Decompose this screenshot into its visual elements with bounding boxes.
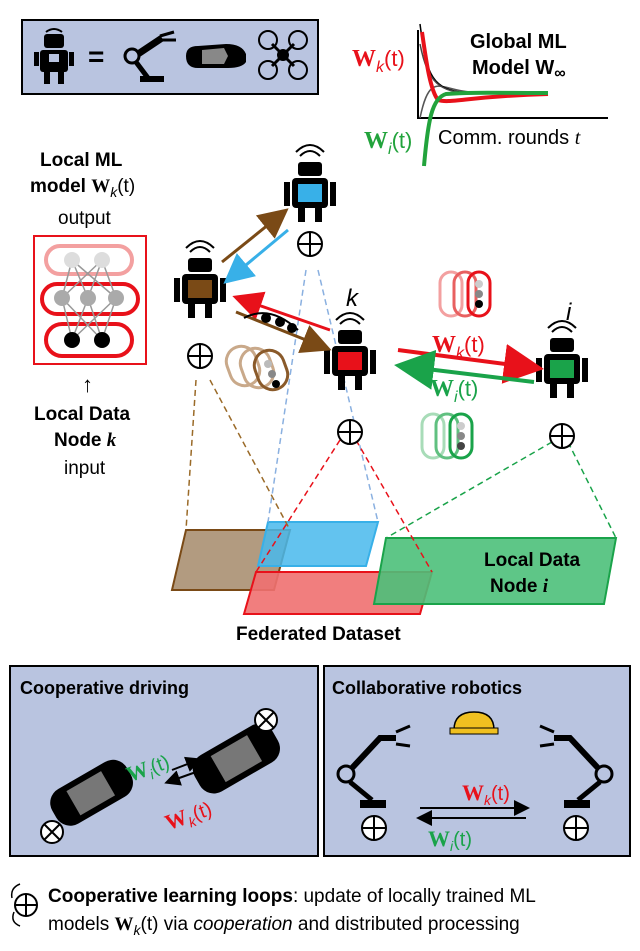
robot-brown <box>174 240 226 369</box>
caption-line2: models Wk(t) via cooperation and distrib… <box>48 914 520 938</box>
local-ml-line2: model Wk(t) <box>30 176 135 200</box>
global-model-line2: Model W∞ <box>472 57 566 82</box>
convergence-plot: Wk(t) Global ML Model W∞ Wi(t) Comm. rou… <box>352 23 608 167</box>
legend-box: = <box>21 19 319 95</box>
local-ml-line3: output <box>58 208 112 229</box>
caption-line1: Cooperative learning loops: update of lo… <box>48 886 536 907</box>
local-data-i-line2: Node i <box>490 576 549 597</box>
local-data-i-line1: Local Data <box>484 550 581 571</box>
convergence-curve-green <box>422 90 549 167</box>
car-right-icon <box>192 723 280 794</box>
exchange-arrows <box>221 208 544 390</box>
mini-model-red <box>438 270 492 318</box>
robot-arm-icon <box>123 30 176 82</box>
panel-robotics-title: Collaborative robotics <box>332 678 522 698</box>
plot-axes <box>417 30 608 119</box>
node-i-label: i <box>566 299 572 326</box>
panel-collaborative-robotics: Collaborative robotics Wk(t) <box>323 665 631 857</box>
local-data-k-text: ↑ Local Data Node k input <box>34 372 131 479</box>
conv-wi-label: Wi(t) <box>364 128 412 158</box>
robot-icon <box>34 28 74 84</box>
comm-rounds-label: Comm. rounds t <box>438 127 581 149</box>
local-ml-model-text: Local ML model Wk(t) output <box>30 150 135 229</box>
robotics-wi-label: Wi(t) <box>428 826 472 854</box>
robot-green-i <box>536 320 588 449</box>
robot-arm-right-icon <box>539 724 614 841</box>
mini-model-green <box>420 412 474 460</box>
neural-network-diagram <box>33 235 147 365</box>
node-k-label: k <box>346 285 360 312</box>
robotics-wk-label: Wk(t) <box>462 780 510 808</box>
drone-icon <box>258 30 308 80</box>
panel-cooperative-driving: Cooperative driving Wi(t) Wk(t) <box>9 665 319 857</box>
data-parallelogram-green <box>372 537 618 605</box>
local-data-k-line3: input <box>64 458 106 479</box>
center-wk-label: Wk(t) <box>432 332 485 362</box>
caption: Cooperative learning loops: update of lo… <box>10 883 536 938</box>
robot-red-k <box>324 312 376 445</box>
data-parallelogram-blue <box>256 521 380 567</box>
center-wi-label: Wi(t) <box>430 376 478 406</box>
mini-model-brown <box>224 344 290 392</box>
projection-lines <box>185 269 617 573</box>
global-model-line1: Global ML <box>470 31 567 53</box>
local-data-k-line1: Local Data <box>34 404 131 425</box>
equals-sign: = <box>88 41 104 72</box>
up-arrow-icon: ↑ <box>82 372 93 397</box>
conv-wk-label: Wk(t) <box>352 46 405 76</box>
robot-blue <box>284 144 336 257</box>
local-ml-line1: Local ML <box>40 150 123 171</box>
federated-dataset <box>170 521 618 615</box>
federated-dataset-label: Federated Dataset <box>236 624 401 645</box>
panel-driving-title: Cooperative driving <box>20 678 189 698</box>
hard-hat-icon <box>449 711 499 735</box>
car-icon <box>186 44 246 68</box>
robot-arm-left-icon <box>336 724 411 841</box>
car-left-icon <box>50 759 133 826</box>
local-data-k-line2: Node k <box>54 430 117 451</box>
